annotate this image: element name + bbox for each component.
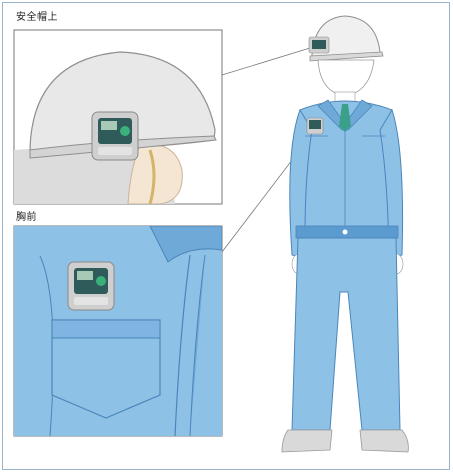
gas-detector-icon xyxy=(91,111,139,161)
figure-belt-button xyxy=(342,229,348,235)
connector-line-helmet xyxy=(221,47,311,76)
panel-label-chest: 胸前 xyxy=(16,212,37,223)
panel-label-helmet: 安全帽上 xyxy=(16,12,58,23)
figure-left-shoe xyxy=(281,429,333,453)
placket-strip xyxy=(189,254,206,436)
figure-helmet-brim xyxy=(309,51,384,62)
worker-figure xyxy=(281,15,409,453)
outer-frame xyxy=(2,2,450,470)
figure-face xyxy=(317,59,375,97)
placket-seam xyxy=(174,254,191,436)
figure-tie xyxy=(339,104,351,132)
figure-pants xyxy=(291,237,401,431)
gas-detector-icon xyxy=(306,117,324,135)
figure-right-shoe xyxy=(359,429,409,453)
gas-detector-icon xyxy=(67,261,115,311)
pocket-flap xyxy=(51,319,161,339)
helmet-detail-panel xyxy=(13,29,223,205)
chest-detail-panel xyxy=(13,225,223,437)
gas-detector-icon xyxy=(308,36,330,54)
helmet-strap xyxy=(148,149,156,204)
collar xyxy=(149,226,222,263)
